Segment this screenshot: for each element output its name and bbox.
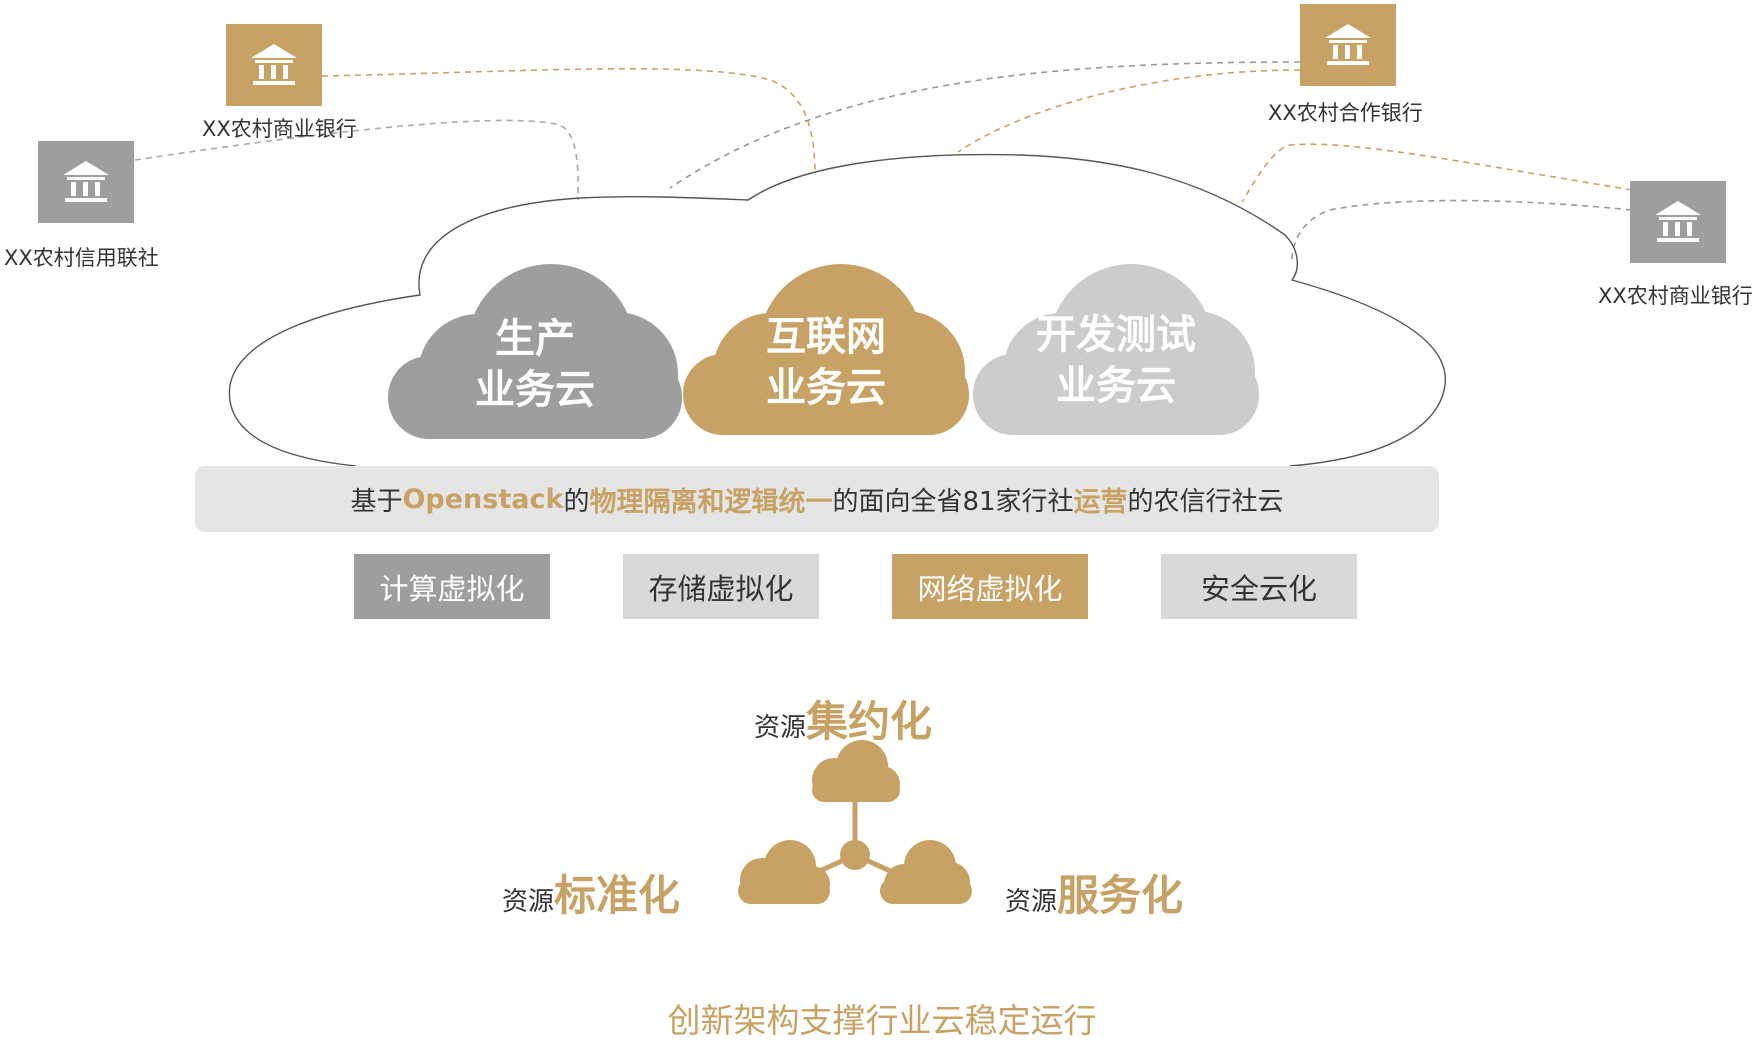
resource-emphasis: 集约化 bbox=[806, 697, 933, 746]
bank-label: XX农村信用联社 bbox=[4, 246, 159, 270]
resource-emphasis: 服务化 bbox=[1057, 871, 1184, 920]
internet-cloud: 互联网 业务云 bbox=[683, 264, 969, 435]
footer-slogan: 创新架构支撑行业云稳定运行 bbox=[667, 1001, 1097, 1040]
devtest-cloud: 开发测试 业务云 bbox=[973, 264, 1259, 435]
bank-building-icon bbox=[1325, 24, 1371, 65]
tagline-highlight: Openstack bbox=[402, 483, 564, 515]
resource-standardized-label: 资源标准化 bbox=[502, 862, 680, 923]
resource-emphasis: 标准化 bbox=[554, 871, 681, 920]
tagline-highlight: 运营 bbox=[1073, 486, 1128, 518]
bank-label: XX农村商业银行 bbox=[1598, 284, 1753, 308]
platform-cloud-outline bbox=[228, 153, 1446, 467]
cloud-icon bbox=[683, 264, 969, 435]
cloud-title: 开发测试 bbox=[1036, 312, 1196, 358]
connector-line bbox=[1291, 199, 1633, 261]
tagline-highlight: 物理隔离和逻辑统一 bbox=[589, 486, 833, 518]
bank-commercial-2 bbox=[1630, 181, 1726, 263]
compute-virtualization-box: 计算虚拟化 bbox=[354, 554, 550, 619]
cloud-title: 生产 bbox=[495, 316, 575, 362]
resource-prefix: 资源 bbox=[1005, 887, 1058, 917]
resource-intensive-label: 资源集约化 bbox=[754, 688, 932, 749]
storage-virtualization-box: 存储虚拟化 bbox=[623, 554, 819, 619]
bank-label: XX农村商业银行 bbox=[202, 117, 357, 141]
security-cloud-box: 安全云化 bbox=[1161, 554, 1357, 619]
cloud-icon bbox=[738, 840, 830, 904]
cloud-icon bbox=[388, 264, 682, 439]
cloud-icon bbox=[812, 740, 900, 802]
resource-prefix: 资源 bbox=[502, 887, 555, 917]
cloud-title: 互联网 bbox=[766, 314, 886, 360]
connector-line bbox=[1241, 143, 1633, 203]
connector-line bbox=[957, 69, 1301, 153]
tagline-text: 基于 bbox=[350, 486, 403, 517]
bank-building-icon bbox=[63, 161, 109, 202]
connector-line bbox=[134, 119, 579, 201]
network-hub bbox=[840, 840, 870, 870]
cloud-icon bbox=[973, 264, 1259, 435]
tagline-text: 的农信行社云 bbox=[1127, 486, 1284, 517]
cloud-icon bbox=[880, 840, 972, 904]
tagline-text: 的 bbox=[563, 486, 590, 517]
bank-cooperative bbox=[1300, 4, 1396, 86]
bank-credit-union bbox=[38, 141, 134, 223]
cloud-subtitle: 业务云 bbox=[766, 365, 886, 411]
bank-building-icon bbox=[251, 44, 297, 85]
resource-prefix: 资源 bbox=[754, 713, 807, 743]
cloud-subtitle: 业务云 bbox=[475, 367, 595, 413]
resource-service-label: 资源服务化 bbox=[1005, 862, 1183, 923]
bank-commercial-1 bbox=[226, 24, 322, 106]
bank-label: XX农村合作银行 bbox=[1268, 101, 1423, 125]
cloud-subtitle: 业务云 bbox=[1056, 363, 1176, 409]
network-virtualization-box: 网络虚拟化 bbox=[892, 554, 1088, 619]
connector-line bbox=[669, 61, 1301, 189]
tagline-text: 的面向全省81家行社 bbox=[832, 486, 1074, 517]
production-cloud: 生产 业务云 bbox=[388, 264, 682, 439]
bank-building-icon bbox=[1655, 201, 1701, 242]
connector-line bbox=[321, 67, 816, 176]
